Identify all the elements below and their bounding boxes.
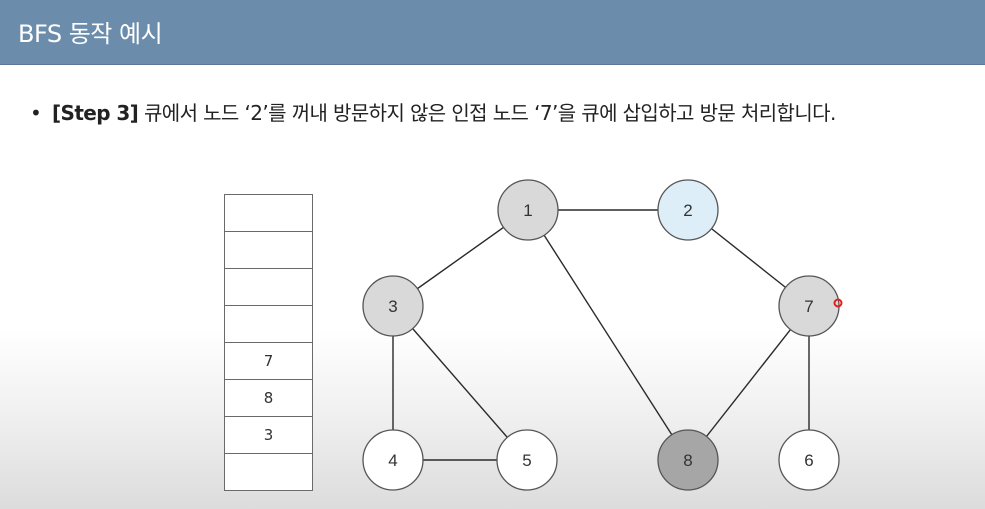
node-label: 7 xyxy=(804,297,813,316)
title-bar: BFS 동작 예시 xyxy=(0,0,985,65)
node-label: 8 xyxy=(683,451,692,470)
step-text: 큐에서 노드 ‘2’를 꺼내 방문하지 않은 인접 노드 ‘7’을 큐에 삽입하… xyxy=(138,101,836,125)
edge-1-8 xyxy=(527,209,689,461)
node-circle xyxy=(657,179,719,241)
queue-cell xyxy=(225,195,312,232)
node-4: 4 xyxy=(362,429,424,491)
node-5: 5 xyxy=(496,429,558,491)
page-title: BFS 동작 예시 xyxy=(18,20,163,48)
node-circle xyxy=(362,275,424,337)
node-circle xyxy=(657,429,719,491)
node-circle xyxy=(362,429,424,491)
edge-7-8 xyxy=(687,305,810,461)
pointer-icon xyxy=(833,298,843,308)
queue-cell xyxy=(225,269,312,306)
node-6: 6 xyxy=(778,429,840,491)
node-1: 1 xyxy=(497,179,559,241)
node-8: 8 xyxy=(657,429,719,491)
node-label: 2 xyxy=(683,201,692,220)
queue: 7 8 3 xyxy=(224,194,313,491)
node-7: 7 xyxy=(778,275,840,337)
step-description: • [Step 3] 큐에서 노드 ‘2’를 꺼내 방문하지 않은 인접 노드 ‘… xyxy=(30,97,836,126)
node-label: 6 xyxy=(804,451,813,470)
queue-cell xyxy=(225,232,312,269)
bullet-marker: • xyxy=(30,101,42,125)
queue-cell: 8 xyxy=(225,380,312,417)
queue-cell: 3 xyxy=(225,417,312,454)
node-label: 5 xyxy=(522,451,531,470)
node-label: 4 xyxy=(388,451,397,470)
node-3: 3 xyxy=(362,275,424,337)
queue-cell xyxy=(225,306,312,343)
node-circle xyxy=(778,429,840,491)
edge-3-5 xyxy=(392,305,528,461)
node-label: 1 xyxy=(523,201,532,220)
node-label: 3 xyxy=(388,297,397,316)
step-label: [Step 3] xyxy=(52,101,139,125)
node-circle xyxy=(497,179,559,241)
node-2: 2 xyxy=(657,179,719,241)
queue-cell: 7 xyxy=(225,343,312,380)
node-circle xyxy=(496,429,558,491)
